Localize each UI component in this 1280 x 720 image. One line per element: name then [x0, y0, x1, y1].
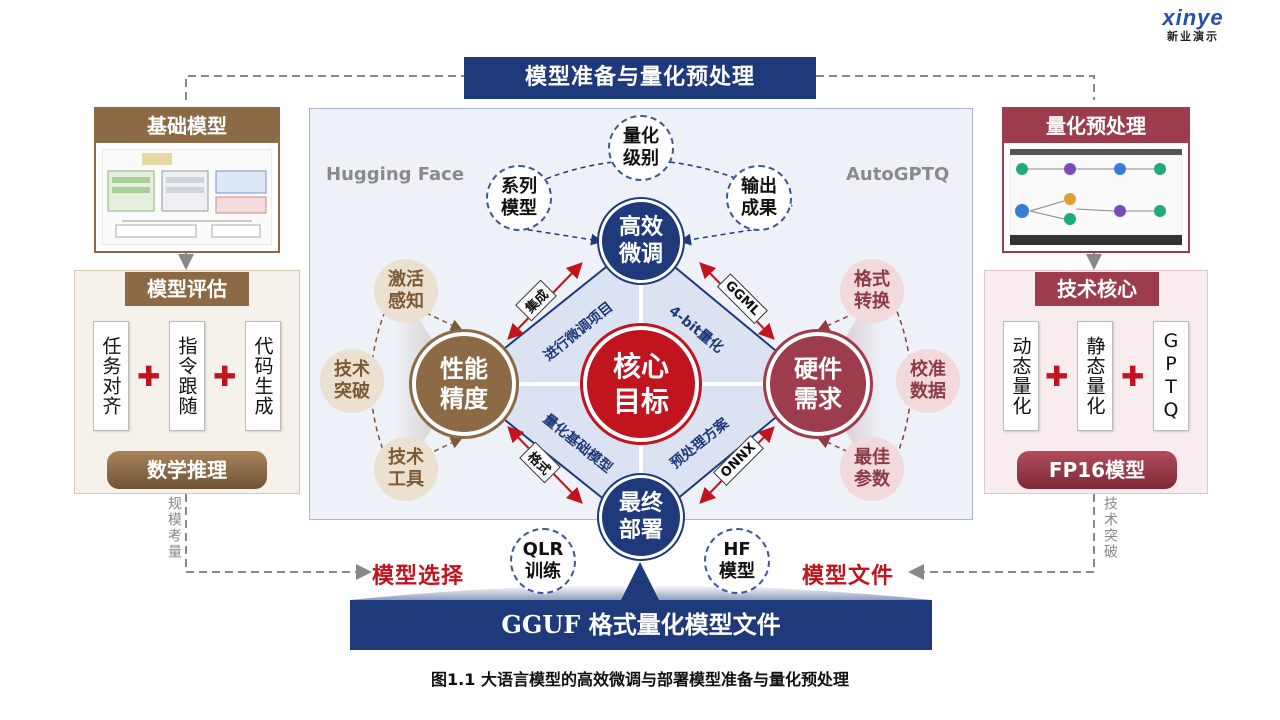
node-text: 输出: [741, 175, 777, 197]
node-format-convert: 格式转换: [840, 259, 904, 323]
node-activation-aware: 激活感知: [374, 259, 438, 323]
eval-card-code: 代码生成: [245, 321, 281, 431]
node-final-deploy: 最终部署: [599, 475, 683, 559]
model-selection-label: 模型选择: [372, 564, 465, 589]
node-performance: 性能精度: [412, 332, 516, 436]
node-text: 性能: [440, 355, 488, 383]
node-text: 成果: [741, 198, 777, 219]
node-hardware: 硬件需求: [766, 332, 870, 436]
tech-core-title: 技术核心: [1035, 272, 1159, 306]
node-text: 高效: [618, 214, 663, 240]
node-text: 需求: [794, 385, 842, 413]
plus-icon: ✚: [1121, 360, 1145, 393]
node-text: 数据: [910, 381, 946, 402]
node-text: 部署: [618, 518, 663, 543]
node-text: 转换: [854, 291, 890, 312]
plus-icon: ✚: [213, 360, 237, 393]
tech-breakthrough-label: 技术突破: [1102, 496, 1118, 560]
node-core-goal: 核心目标: [583, 326, 699, 442]
node-text: 最终: [618, 490, 663, 516]
architecture-thumbnail: [102, 149, 272, 245]
quant-preprocess-title: 量化预处理: [1004, 109, 1188, 143]
node-quant-level: 量化级别: [608, 115, 674, 181]
dataset-thumbnail: [1010, 149, 1182, 245]
autogptq-label: AutoGPTQ: [846, 164, 950, 185]
node-output: 输出成果: [726, 165, 792, 231]
node-text: 技术: [334, 358, 370, 380]
tech-core-panel: 技术核心 动态量化 ✚ 静态量化 ✚ GPTQ FP16模型: [984, 270, 1208, 494]
logo-subtitle: 新业演示: [1167, 30, 1219, 43]
node-tech-tools: 技术工具: [374, 437, 438, 501]
node-text: 参数: [854, 469, 890, 490]
math-reasoning-drum: 数学推理: [107, 451, 267, 489]
node-text: 校准: [910, 358, 946, 380]
model-eval-title: 模型评估: [125, 272, 249, 306]
node-text: 工具: [388, 469, 424, 490]
quant-preprocess-panel: 量化预处理: [1002, 107, 1190, 253]
node-text: 精度: [440, 385, 488, 413]
node-text: 量化: [623, 125, 659, 147]
node-text: HF: [723, 538, 751, 560]
node-calibration-data: 校准数据: [896, 349, 960, 413]
node-text: 训练: [524, 561, 561, 582]
node-text: 最佳: [854, 446, 890, 468]
page-title: 模型准备与量化预处理: [464, 57, 816, 99]
node-text: 微调: [618, 242, 663, 267]
node-text: 系列: [501, 175, 537, 197]
core-card-dynamic: 动态量化: [1003, 321, 1039, 431]
node-best-params: 最佳参数: [840, 437, 904, 501]
base-model-panel: 基础模型: [94, 107, 280, 253]
core-card-static: 静态量化: [1077, 321, 1113, 431]
node-efficient-finetune: 高效微调: [599, 199, 683, 283]
node-text: 感知: [388, 291, 424, 312]
model-file-label: 模型文件: [802, 564, 895, 589]
node-tech-breakthrough: 技术突破: [320, 349, 384, 413]
node-text: QLR: [522, 538, 564, 560]
node-text: 核心: [612, 350, 669, 383]
node-text: 模型: [501, 198, 537, 219]
node-text: 技术: [388, 446, 424, 468]
node-text: 模型: [719, 561, 755, 582]
node-text: 目标: [612, 385, 669, 418]
base-model-title: 基础模型: [96, 109, 278, 143]
huggingface-label: Hugging Face: [326, 164, 465, 185]
core-diagram-box: 量化级别 系列模型 输出成果 高效微调 最终部署 核心目标 性能精度 硬件需求 …: [309, 108, 973, 559]
node-series-model: 系列模型: [486, 165, 552, 231]
plus-icon: ✚: [1045, 360, 1069, 393]
eval-card-task: 任务对齐: [93, 321, 129, 431]
scale-consideration-label: 规模考量: [166, 496, 182, 560]
node-text: 格式: [854, 268, 890, 290]
logo-word: xinye: [1162, 5, 1224, 30]
brand-logo: xinye 新业演示: [1148, 5, 1238, 44]
node-text: 硬件: [794, 355, 842, 383]
gguf-bar: GGUF 格式量化模型文件: [350, 600, 932, 650]
plus-icon: ✚: [137, 360, 161, 393]
model-eval-panel: 模型评估 任务对齐 ✚ 指令跟随 ✚ 代码生成 数学推理: [74, 270, 300, 494]
fp16-model-drum: FP16模型: [1017, 451, 1177, 489]
node-text: 突破: [334, 381, 370, 402]
core-card-gptq: GPTQ: [1153, 321, 1189, 431]
eval-card-instruction: 指令跟随: [169, 321, 205, 431]
node-text: 级别: [623, 148, 659, 169]
node-text: 激活: [388, 268, 424, 290]
figure-caption: 图1.1 大语言模型的高效微调与部署模型准备与量化预处理: [431, 670, 849, 689]
